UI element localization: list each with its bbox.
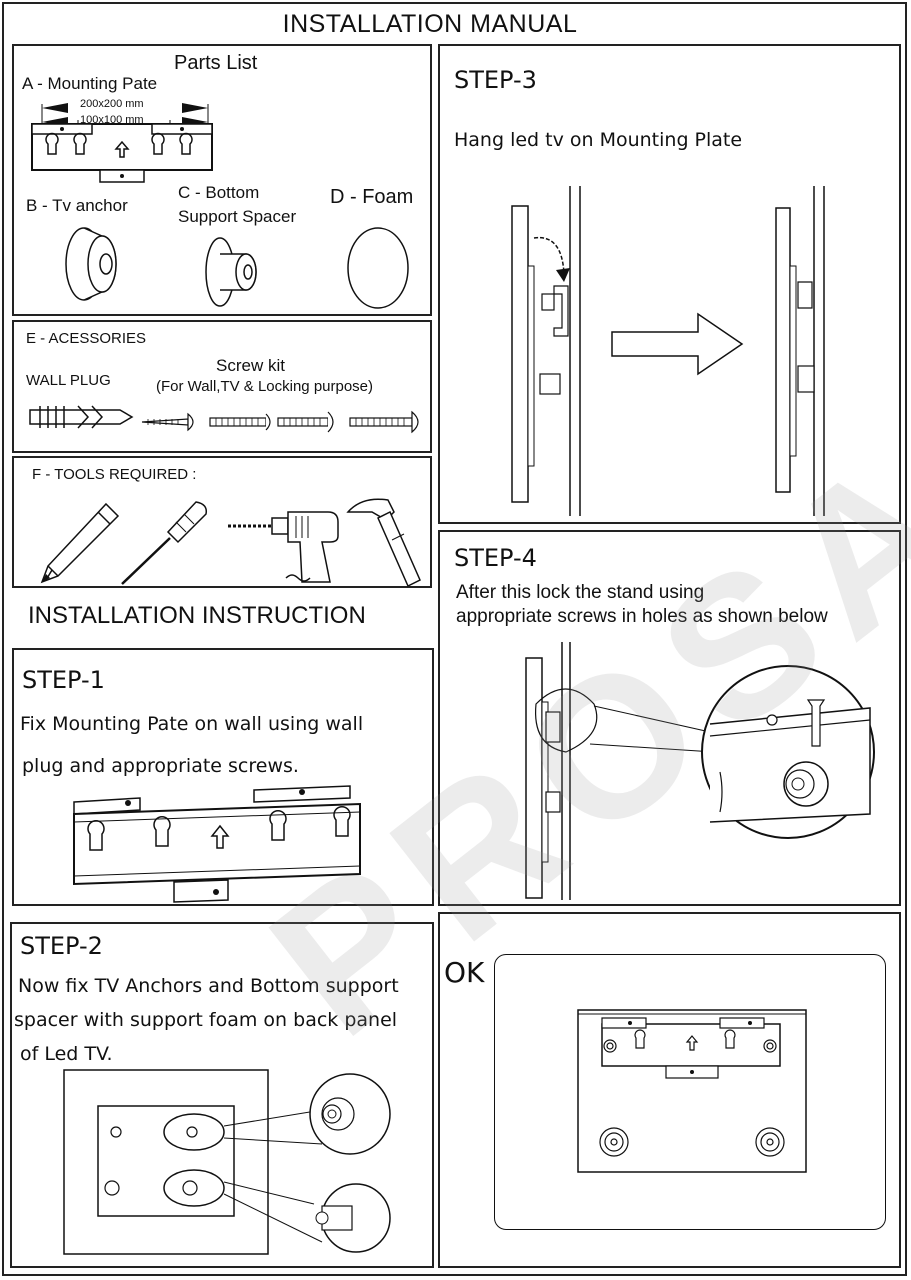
step1-line2: plug and appropriate screws. — [22, 755, 299, 777]
step1-panel: STEP-1 Fix Mounting Pate on wall using w… — [12, 648, 434, 906]
step2-panel: STEP-2 Now fix TV Anchors and Bottom sup… — [10, 922, 434, 1268]
step2-tv-back-diagram — [63, 1069, 391, 1255]
foam-icon — [347, 227, 409, 309]
tools-panel: F - TOOLS REQUIRED : — [12, 456, 432, 588]
part-d-label: D - Foam — [330, 186, 414, 208]
hammer-icon — [346, 498, 421, 588]
part-a-label: A - Mounting Pate — [22, 74, 158, 93]
step1-heading: STEP-1 — [22, 666, 105, 694]
step2-line3: of Led TV. — [20, 1043, 113, 1065]
step4-line1: After this lock the stand using — [456, 582, 705, 603]
ok-tv-back-diagram — [577, 1009, 807, 1173]
screws-icon — [141, 410, 419, 434]
ok-panel: OK — [438, 912, 901, 1268]
part-c-label-1: C - Bottom — [178, 183, 260, 202]
step2-line2: spacer with support foam on back panel — [14, 1009, 398, 1031]
pencil-icon — [40, 502, 120, 584]
wall-plug-label: WALL PLUG — [26, 372, 111, 389]
part-c-label-2: Support Spacer — [178, 207, 297, 226]
step3-panel: STEP-3 Hang led tv on Mounting Plate — [438, 44, 901, 524]
page-title: INSTALLATION MANUAL — [282, 10, 578, 38]
part-b-label: B - Tv anchor — [26, 196, 128, 215]
ok-label: OK — [444, 956, 485, 989]
parts-list-heading: Parts List — [174, 52, 258, 74]
parts-list-panel: Parts List A - Mounting Pate 200x200 mm … — [12, 44, 432, 316]
step2-line1: Now fix TV Anchors and Bottom support — [18, 975, 399, 997]
screwdriver-icon — [121, 501, 208, 585]
support-spacer-icon — [205, 237, 257, 307]
step1-line1: Fix Mounting Pate on wall using wall — [20, 713, 364, 735]
step4-line2: appropriate screws in holes as shown bel… — [456, 606, 828, 627]
step3-heading: STEP-3 — [454, 66, 537, 94]
screw-kit-label: Screw kit — [216, 356, 285, 375]
step1-mounting-plate-diagram — [73, 785, 361, 903]
step3-hanging-diagram — [511, 186, 825, 516]
step4-panel: STEP-4 After this lock the stand using a… — [438, 530, 901, 906]
mounting-plate-icon — [31, 103, 213, 183]
accessories-panel: E - ACESSORIES WALL PLUG Screw kit (For … — [12, 320, 432, 453]
dim-200-label: 200x200 mm — [80, 98, 144, 110]
screw-kit-note: (For Wall,TV & Locking purpose) — [156, 378, 374, 395]
step4-locking-diagram — [525, 642, 875, 900]
accessories-heading: E - ACESSORIES — [26, 330, 147, 347]
wall-plug-icon — [29, 405, 134, 429]
tv-anchor-icon — [65, 227, 117, 301]
step3-line1: Hang led tv on Mounting Plate — [454, 129, 743, 151]
drill-icon — [228, 511, 339, 583]
step4-heading: STEP-4 — [454, 544, 537, 572]
installation-instruction-heading: INSTALLATION INSTRUCTION — [28, 602, 366, 629]
tools-heading: F - TOOLS REQUIRED : — [32, 466, 197, 483]
ok-rounded-frame — [494, 954, 886, 1230]
step2-heading: STEP-2 — [20, 932, 103, 960]
